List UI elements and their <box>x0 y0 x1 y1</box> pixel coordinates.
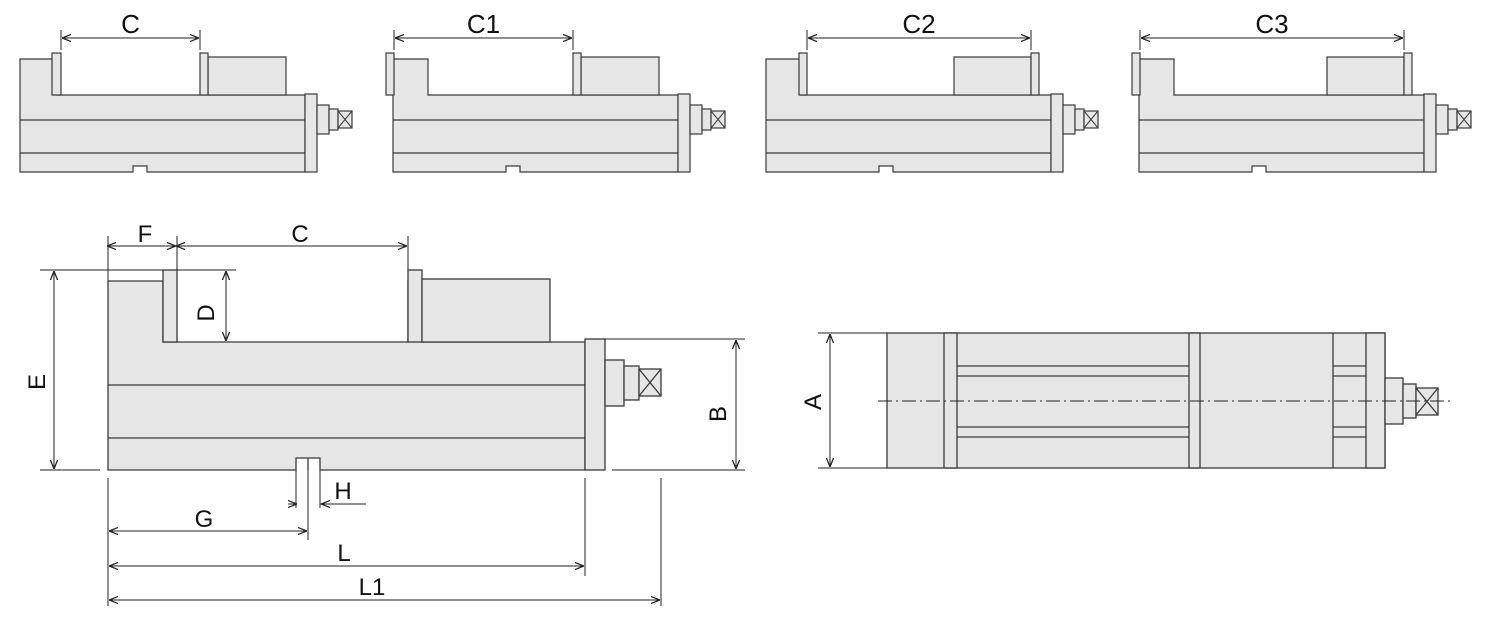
small-fixed-jaw <box>51 52 62 96</box>
label-e: E <box>24 374 51 390</box>
small-screw-collar <box>1062 104 1076 135</box>
side-view-dimensions <box>40 236 745 606</box>
label-g: G <box>195 506 214 533</box>
fixed-jaw-plate <box>162 269 178 343</box>
small-movable-jaw <box>572 52 582 96</box>
small-jaw-block <box>580 56 660 96</box>
screw-hub <box>623 365 640 401</box>
small-vise: C <box>19 9 353 173</box>
small-vise: C1 <box>385 9 726 173</box>
small-jaw-block <box>207 56 287 96</box>
label-opening: C <box>121 9 140 39</box>
small-fixed-jaw <box>1131 52 1141 96</box>
small-jaw-block <box>1326 56 1405 96</box>
label-opening: C1 <box>467 9 500 39</box>
drive-cross <box>710 110 726 129</box>
small-jaw-block <box>953 56 1032 96</box>
label-a: A <box>800 394 827 410</box>
small-vise-row: C C1 C2 C3 <box>19 9 1472 173</box>
label-b: B <box>705 406 732 422</box>
small-end-plate <box>304 93 318 173</box>
small-vise: C3 <box>1131 9 1472 173</box>
small-end-plate <box>1050 93 1064 173</box>
drive-cross <box>1456 110 1472 129</box>
label-f: F <box>138 221 153 248</box>
end-plate <box>584 338 606 471</box>
small-fixed-jaw <box>798 52 808 96</box>
small-movable-jaw <box>1403 52 1413 96</box>
small-screw-hub <box>701 108 712 131</box>
label-l: L <box>337 540 350 567</box>
screw-collar <box>604 359 625 407</box>
small-end-plate <box>1423 93 1437 173</box>
movable-jaw-block <box>421 278 551 343</box>
small-movable-jaw <box>199 52 209 96</box>
small-fixed-jaw <box>385 52 395 96</box>
label-opening: C3 <box>1255 9 1288 39</box>
label-h: H <box>334 478 351 505</box>
small-vise: C2 <box>765 9 1099 173</box>
side-view <box>107 269 662 471</box>
label-d: D <box>193 304 220 321</box>
small-screw-hub <box>1074 108 1085 131</box>
small-vise-body <box>1138 58 1425 173</box>
label-l1: L1 <box>359 574 386 601</box>
small-movable-jaw <box>1030 52 1040 96</box>
label-opening: C2 <box>902 9 935 39</box>
side-view-labels: F C D E B H G L L1 <box>24 221 732 601</box>
movable-jaw-plate <box>407 269 423 343</box>
drive-cross <box>337 110 353 129</box>
square-drive-cross <box>638 368 662 397</box>
end-view-dimensions <box>818 332 1452 469</box>
small-screw-collar <box>689 104 703 135</box>
small-screw-collar <box>1435 104 1449 135</box>
label-c: C <box>291 221 308 248</box>
small-screw-hub <box>1447 108 1458 131</box>
small-screw-hub <box>328 108 339 131</box>
small-end-plate <box>677 93 691 173</box>
small-screw-collar <box>316 104 330 135</box>
drive-cross <box>1083 110 1099 129</box>
small-vise-body <box>392 58 679 173</box>
